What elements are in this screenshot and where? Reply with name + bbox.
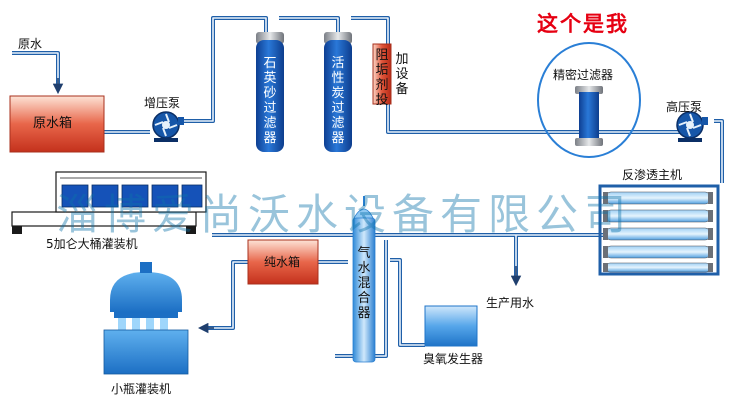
raw-water-tank	[9, 95, 105, 153]
pure-water-tank	[247, 239, 319, 285]
reverse-osmosis-unit	[598, 184, 720, 276]
production-water-label: 生产用水	[486, 296, 535, 310]
ro-unit-label: 反渗透主机	[622, 168, 683, 182]
antiscalant-dosing-device	[372, 43, 392, 105]
annotation-this-is-me: 这个是我	[537, 11, 629, 36]
bottle-filler-label: 小瓶灌装机	[111, 382, 172, 396]
pipe-quartz-to-carbon	[279, 16, 340, 32]
high-pressure-pump-icon	[676, 111, 708, 142]
antiscalant-label: 阻垢剂投	[375, 48, 389, 108]
ozone-generator	[424, 305, 478, 347]
dosing-device-label: 加设备	[395, 52, 409, 97]
raw-water-pipe	[12, 51, 60, 88]
bottle-filling-machine	[103, 262, 189, 375]
raw-water-label: 原水	[18, 37, 43, 51]
precision-filter-label: 精密过滤器	[553, 68, 614, 82]
barrel-filling-machine	[11, 171, 207, 234]
pure-tank-label: 纯水箱	[264, 255, 301, 269]
gas-water-mixer-label: 气水混合器	[357, 246, 371, 321]
quartz-filter-label: 石英砂过滤器	[263, 56, 277, 146]
pipe-highpressure-to-ro	[714, 119, 724, 183]
high-pressure-pump-label: 高压泵	[666, 100, 703, 114]
highlight-circle	[537, 42, 641, 158]
pipe-pure-to-bottle	[203, 260, 248, 330]
precision-filter	[575, 86, 603, 146]
pipe-mixer-to-ozone	[390, 258, 425, 347]
booster-pump-label: 增压泵	[144, 96, 181, 110]
ozone-generator-label: 臭氧发生器	[423, 352, 484, 366]
booster-pump-icon	[152, 111, 184, 142]
raw-tank-label: 原水箱	[33, 116, 73, 131]
barrel-filler-label: 5加仑大桶灌装机	[46, 237, 138, 251]
pipe-pump-to-quartz	[182, 16, 268, 123]
gas-water-mixer	[352, 196, 376, 363]
activated-carbon-filter	[324, 32, 352, 152]
company-watermark: 淄博爱尚沃水设备有限公司	[56, 190, 633, 239]
flow-arrows	[52, 78, 522, 334]
carbon-filter-label: 活性炭过滤器	[331, 56, 345, 146]
quartz-sand-filter	[256, 32, 284, 152]
